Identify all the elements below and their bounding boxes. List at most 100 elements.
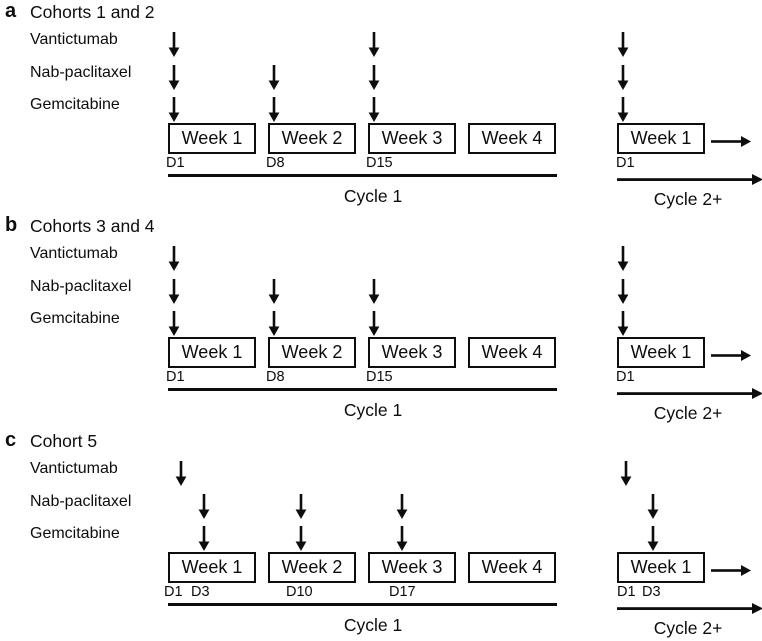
panel-b-title: Cohorts 3 and 4: [30, 216, 155, 236]
cycle2-label: Cycle 2+: [653, 403, 723, 423]
dose-arrow-icon: [645, 494, 661, 519]
cycle2-label: Cycle 2+: [653, 189, 723, 209]
week-label: Week 1: [630, 342, 692, 362]
dose-arrow-icon: [166, 32, 182, 57]
continuation-arrow-icon: [711, 134, 751, 149]
dose-arrow-icon: [266, 279, 282, 304]
dose-arrow-icon: [618, 461, 634, 486]
day-label: D3: [191, 584, 210, 600]
cycle1-timeline: [168, 174, 557, 177]
week-box: Week 2: [268, 123, 356, 154]
week-label: Week 3: [381, 557, 443, 577]
drug-label: Nab-paclitaxel: [30, 64, 132, 81]
dose-arrow-icon: [366, 32, 382, 57]
week-box: Week 1: [617, 123, 705, 154]
week-label: Week 2: [281, 557, 343, 577]
panel-c-letter: c: [5, 429, 17, 451]
panel-a-letter: a: [5, 0, 17, 22]
drug-label: Gemcitabine: [30, 525, 120, 542]
day-label: D3: [642, 584, 661, 600]
week-label: Week 3: [381, 128, 443, 148]
day-label: D15: [366, 369, 393, 385]
day-label: D17: [389, 584, 416, 600]
dose-arrow-icon: [366, 311, 382, 336]
week-label: Week 1: [181, 342, 243, 362]
week-box: Week 4: [468, 123, 556, 154]
week-label: Week 2: [281, 128, 343, 148]
dose-arrow-icon: [366, 279, 382, 304]
dose-arrow-icon: [166, 97, 182, 122]
dose-arrow-icon: [394, 526, 410, 551]
drug-label: Vantictumab: [30, 245, 118, 262]
dose-arrow-icon: [615, 311, 631, 336]
week-label: Week 4: [481, 128, 543, 148]
cycle1-label: Cycle 1: [343, 615, 403, 635]
dose-arrow-icon: [615, 32, 631, 57]
week-label: Week 4: [481, 557, 543, 577]
week-label: Week 1: [181, 128, 243, 148]
cycle2-timeline-arrow: [617, 386, 762, 401]
dose-arrow-icon: [293, 494, 309, 519]
drug-label: Gemcitabine: [30, 96, 120, 113]
dose-arrow-icon: [196, 526, 212, 551]
day-label: D8: [266, 155, 285, 171]
week-box: Week 3: [368, 552, 456, 583]
dose-arrow-icon: [266, 65, 282, 90]
cycle1-label: Cycle 1: [343, 186, 403, 206]
week-label: Week 1: [630, 128, 692, 148]
cycle2-label: Cycle 2+: [653, 618, 723, 638]
week-box: Week 1: [168, 123, 256, 154]
continuation-arrow-icon: [711, 348, 751, 363]
cycle1-timeline: [168, 603, 557, 606]
dose-arrow-icon: [645, 526, 661, 551]
day-label: D15: [366, 155, 393, 171]
dose-arrow-icon: [615, 97, 631, 122]
week-box: Week 3: [368, 337, 456, 368]
week-label: Week 1: [630, 557, 692, 577]
cycle1-label: Cycle 1: [343, 400, 403, 420]
dose-arrow-icon: [166, 65, 182, 90]
panel-a-title: Cohorts 1 and 2: [30, 2, 155, 22]
day-label: D1: [616, 369, 635, 385]
week-label: Week 4: [481, 342, 543, 362]
panel-c-title: Cohort 5: [30, 431, 98, 451]
week-box: Week 1: [168, 337, 256, 368]
day-label: D1: [166, 369, 185, 385]
drug-label: Vantictumab: [30, 460, 118, 477]
day-label: D1: [616, 155, 635, 171]
dose-arrow-icon: [366, 65, 382, 90]
day-label: D1: [164, 584, 183, 600]
week-box: Week 1: [617, 552, 705, 583]
drug-label: Gemcitabine: [30, 310, 120, 327]
cycle1-timeline: [168, 388, 557, 391]
week-box: Week 4: [468, 337, 556, 368]
week-label: Week 1: [181, 557, 243, 577]
week-box: Week 1: [617, 337, 705, 368]
drug-label: Nab-paclitaxel: [30, 278, 132, 295]
cycle2-timeline-arrow: [617, 601, 762, 616]
drug-label: Nab-paclitaxel: [30, 493, 132, 510]
dose-arrow-icon: [173, 461, 189, 486]
week-box: Week 2: [268, 552, 356, 583]
dose-arrow-icon: [166, 279, 182, 304]
day-label: D1: [166, 155, 185, 171]
dose-arrow-icon: [615, 279, 631, 304]
week-box: Week 4: [468, 552, 556, 583]
week-label: Week 3: [381, 342, 443, 362]
dose-arrow-icon: [366, 97, 382, 122]
day-label: D8: [266, 369, 285, 385]
day-label: D10: [286, 584, 313, 600]
dose-arrow-icon: [615, 246, 631, 271]
dose-arrow-icon: [293, 526, 309, 551]
dose-arrow-icon: [196, 494, 212, 519]
dose-arrow-icon: [394, 494, 410, 519]
cycle2-timeline-arrow: [617, 172, 762, 187]
dose-arrow-icon: [266, 311, 282, 336]
week-box: Week 3: [368, 123, 456, 154]
day-label: D1: [617, 584, 636, 600]
continuation-arrow-icon: [711, 563, 751, 578]
drug-label: Vantictumab: [30, 31, 118, 48]
dose-arrow-icon: [266, 97, 282, 122]
week-box: Week 1: [168, 552, 256, 583]
